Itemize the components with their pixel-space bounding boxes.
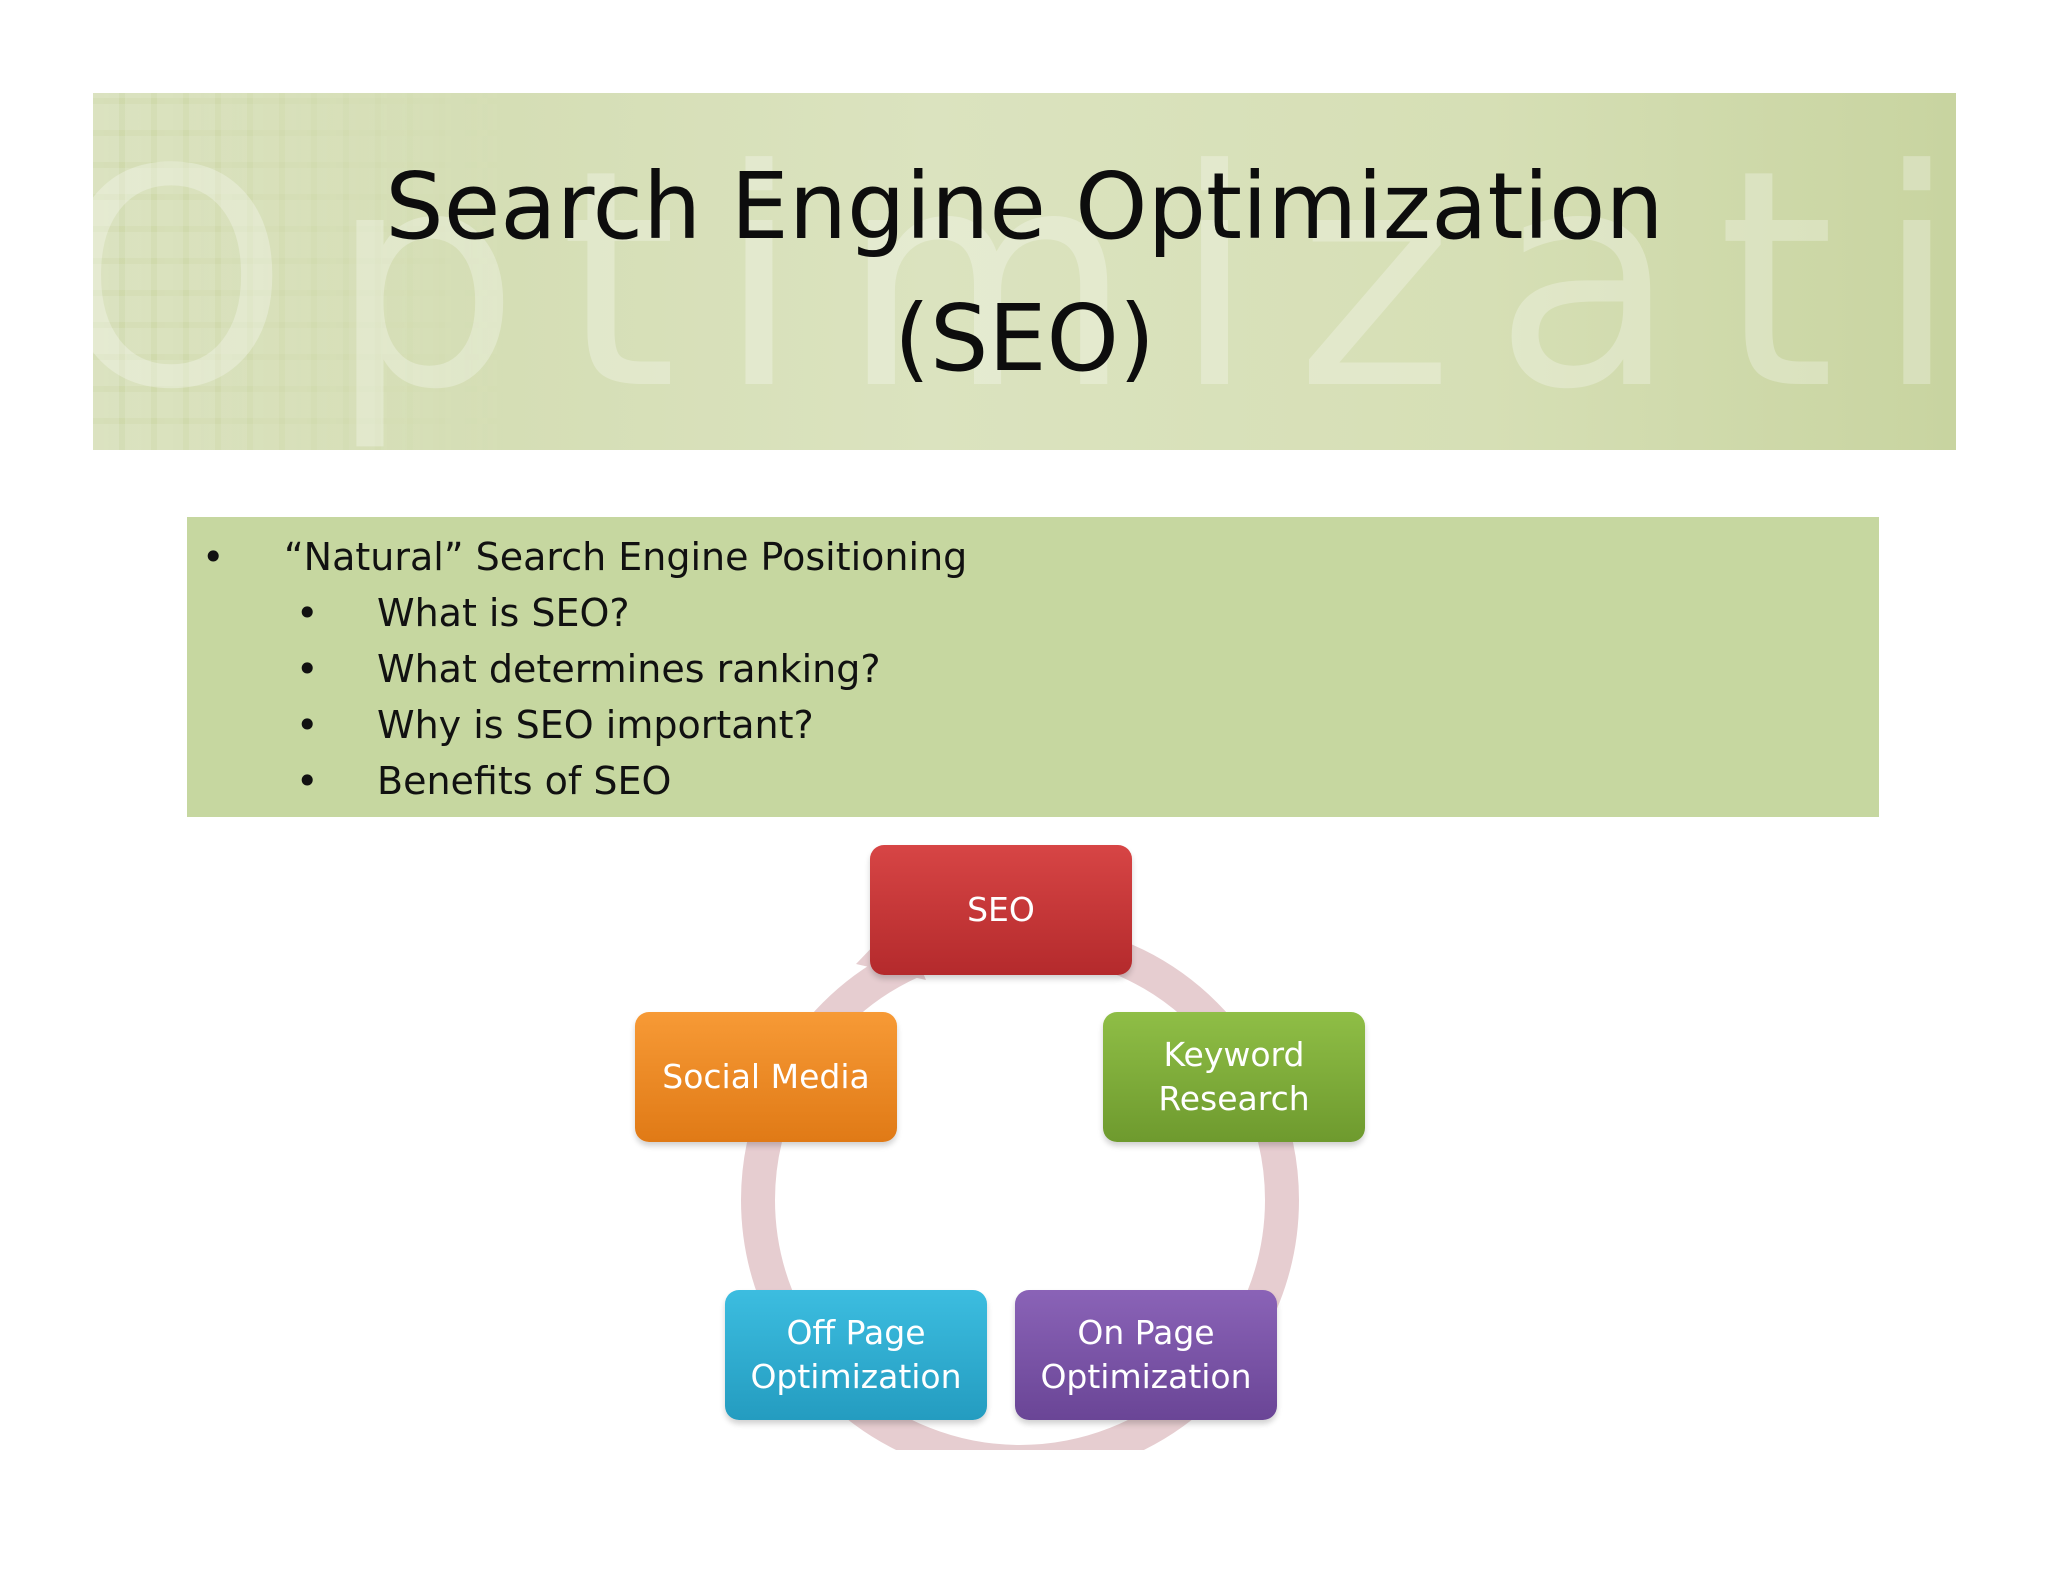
bullet-marker: • <box>202 535 225 579</box>
bullet-text: Why is SEO important? <box>377 703 814 747</box>
bullet-text: Benefits of SEO <box>377 759 672 803</box>
title-banner: Optimization Search Engine Optimization … <box>93 93 1956 450</box>
slide-title-line2: (SEO) <box>894 285 1155 392</box>
banner-watermark: Optimization <box>93 106 1956 450</box>
seo-node-label: SEO <box>967 890 1035 929</box>
bullet-text: “Natural” Search Engine Positioning <box>284 535 968 579</box>
off-page-optimization-node-label: Off Page Optimization <box>750 1313 962 1396</box>
bullet-text: What is SEO? <box>377 591 630 635</box>
slide-title-line1: Search Engine Optimization <box>385 153 1664 260</box>
off-page-optimization-node: Off Page Optimization <box>725 1290 987 1420</box>
banner-tile-pattern <box>93 93 513 450</box>
on-page-optimization-node-label: On Page Optimization <box>1040 1313 1252 1396</box>
bullet-list: • “Natural” Search Engine Positioning • … <box>187 517 1879 817</box>
bullet-marker: • <box>296 591 319 635</box>
slide-title: Search Engine Optimization (SEO) <box>93 141 1956 405</box>
keyword-research-node: Keyword Research <box>1103 1012 1365 1142</box>
social-media-node-label: Social Media <box>662 1057 870 1096</box>
bullet-marker: • <box>296 703 319 747</box>
bullet-marker: • <box>296 759 319 803</box>
seo-cycle-diagram: SEO Keyword Research On Page Optimizatio… <box>600 830 1400 1450</box>
seo-node: SEO <box>870 845 1132 975</box>
bullet-marker: • <box>296 647 319 691</box>
on-page-optimization-node: On Page Optimization <box>1015 1290 1277 1420</box>
social-media-node: Social Media <box>635 1012 897 1142</box>
keyword-research-node-label: Keyword Research <box>1158 1035 1310 1118</box>
bullet-text: What determines ranking? <box>377 647 881 691</box>
